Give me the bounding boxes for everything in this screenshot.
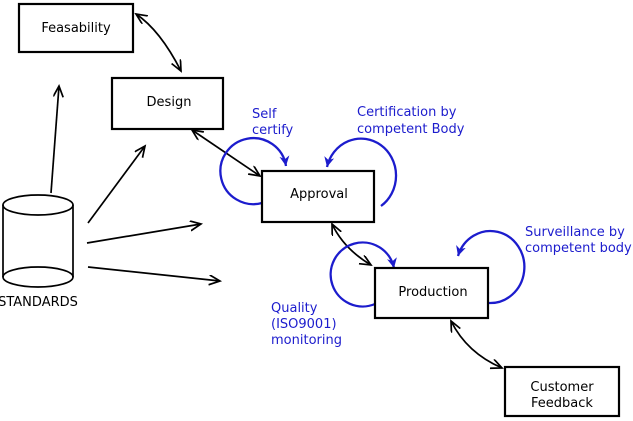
cylinder-top-ellipse <box>2 194 74 216</box>
cylinder-bottom-ellipse <box>2 266 74 288</box>
customer-feedback-node: Customer Feedback <box>503 365 621 418</box>
certification-label-line2: competent Body <box>357 122 465 137</box>
surveillance-label-line2: competent body <box>525 241 632 256</box>
arrow-standards-to-feasability <box>50 86 59 194</box>
standards-datastore: STANDARDS <box>0 194 78 310</box>
design-label: Design <box>147 95 192 110</box>
quality-monitoring-loop-arrow <box>329 241 397 308</box>
feasability-node: Feasability <box>17 2 135 54</box>
approval-node: Approval <box>260 169 376 224</box>
arrow-production-customer-feedback <box>451 321 502 368</box>
feasability-box <box>17 2 135 54</box>
annotation-labels: Self certify Certification by competent … <box>252 105 632 348</box>
arrow-standards-to-design <box>87 146 145 224</box>
arrow-standards-to-approval <box>86 224 201 244</box>
self-loops <box>219 136 526 308</box>
design-box <box>110 76 225 131</box>
quality-label-line2: (ISO9001) <box>271 317 337 332</box>
customer-feedback-label-line2: Feedback <box>531 396 593 411</box>
production-node: Production <box>373 266 490 320</box>
self-certify-loop-arrow <box>219 136 290 206</box>
certification-label-line1: Certification by <box>357 105 457 120</box>
feasability-label: Feasability <box>41 21 111 36</box>
production-label: Production <box>398 285 467 300</box>
customer-feedback-label-line1: Customer <box>530 380 594 395</box>
quality-label-line3: monitoring <box>271 333 342 348</box>
production-box <box>373 266 490 320</box>
arrow-feasability-design <box>136 14 181 71</box>
self-certify-label-line1: Self <box>252 107 277 122</box>
arrow-standards-to-production <box>87 266 220 281</box>
customer-feedback-box <box>503 365 621 418</box>
certification-loop-arrow <box>324 137 398 207</box>
quality-label-line1: Quality <box>271 301 318 316</box>
surveillance-loop-arrow <box>456 229 526 305</box>
approval-label: Approval <box>290 187 348 202</box>
standards-label: STANDARDS <box>0 295 78 310</box>
design-node: Design <box>110 76 225 131</box>
approval-box <box>260 169 376 224</box>
surveillance-label-line1: Surveillance by <box>525 225 625 240</box>
self-certify-label-line2: certify <box>252 123 294 138</box>
